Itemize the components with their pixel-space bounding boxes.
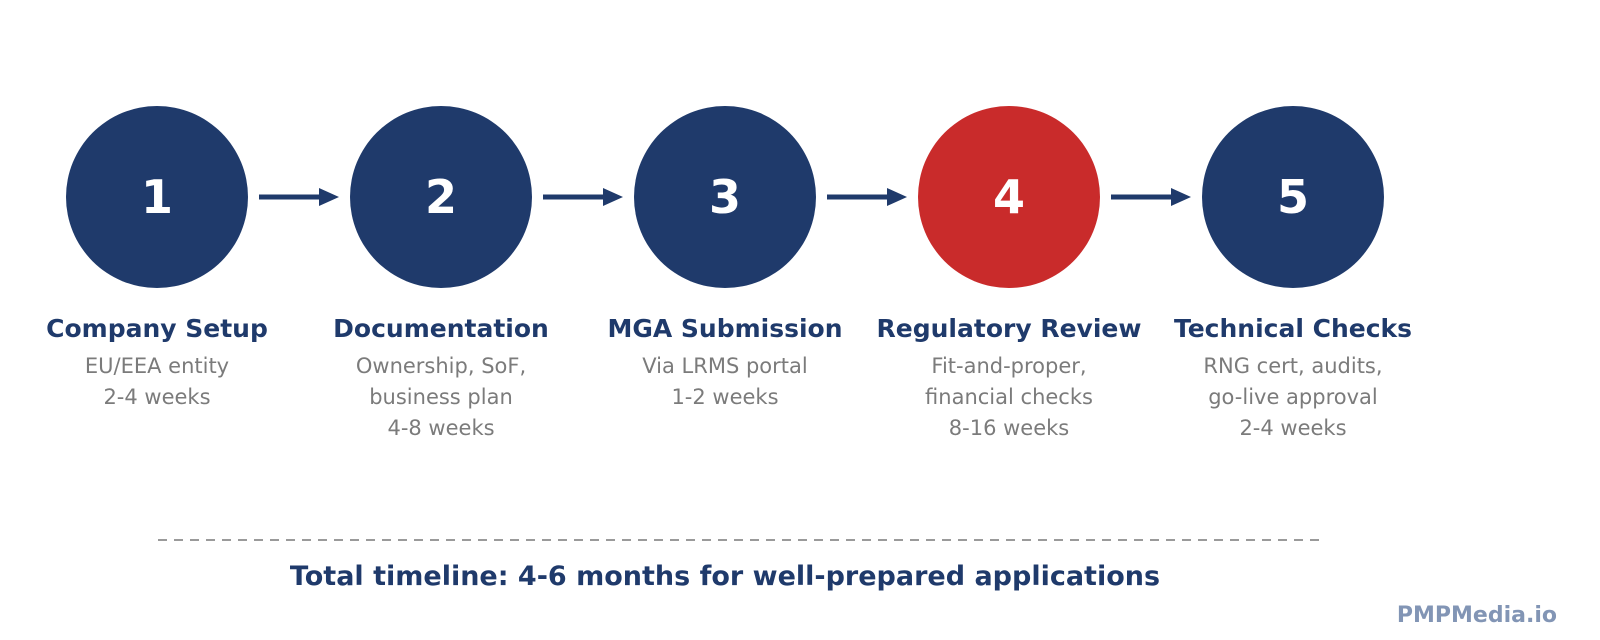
step-5-number: 5	[1276, 170, 1309, 224]
step-2-line-1: Ownership, SoF,	[355, 354, 527, 378]
step-4-title: Regulatory Review	[876, 314, 1142, 343]
step-3-description: Via LRMS portal 1-2 weeks	[642, 351, 807, 413]
step-4-regulatory-review: 4 Regulatory Review Fit-and-proper, fina…	[867, 106, 1151, 444]
watermark-brand-text: PMPMedia.io	[1396, 603, 1557, 628]
step-4-circle: 4	[918, 106, 1100, 288]
right-arrow-icon	[1111, 188, 1191, 206]
dashed-divider-line	[158, 539, 1320, 541]
step-4-line-2: financial checks	[925, 385, 1093, 409]
step-3-number: 3	[708, 170, 741, 224]
step-3-mga-submission: 3 MGA Submission Via LRMS portal 1-2 wee…	[583, 106, 867, 444]
step-1-company-setup: 1 Company Setup EU/EEA entity 2-4 weeks	[15, 106, 299, 444]
step-2-line-3: 4-8 weeks	[387, 416, 495, 440]
step-4-number: 4	[992, 170, 1025, 224]
step-3-line-1: Via LRMS portal	[642, 354, 808, 378]
step-1-line-2: 2-4 weeks	[103, 385, 211, 409]
step-4-line-1: Fit-and-proper,	[931, 354, 1087, 378]
step-1-circle: 1	[66, 106, 248, 288]
step-2-number: 2	[424, 170, 457, 224]
step-5-title: Technical Checks	[1173, 314, 1413, 343]
step-2-title: Documentation	[333, 314, 549, 343]
step-1-title: Company Setup	[46, 314, 268, 343]
step-1-description: EU/EEA entity 2-4 weeks	[85, 351, 229, 413]
steps-row: 1 Company Setup EU/EEA entity 2-4 weeks …	[15, 106, 1435, 444]
step-3-circle: 3	[634, 106, 816, 288]
step-4-description: Fit-and-proper, financial checks 8-16 we…	[925, 351, 1093, 444]
step-2-line-2: business plan	[369, 385, 513, 409]
step-3-title: MGA Submission	[607, 314, 843, 343]
total-timeline-text: Total timeline: 4-6 months for well-prep…	[289, 561, 1161, 592]
step-2-circle: 2	[350, 106, 532, 288]
step-5-line-1: RNG cert, audits,	[1203, 354, 1383, 378]
step-4-line-3: 8-16 weeks	[948, 416, 1070, 440]
step-5-circle: 5	[1202, 106, 1384, 288]
step-3-line-2: 1-2 weeks	[671, 385, 779, 409]
step-2-description: Ownership, SoF, business plan 4-8 weeks	[356, 351, 526, 444]
step-1-number: 1	[140, 170, 173, 224]
step-5-line-3: 2-4 weeks	[1239, 416, 1347, 440]
step-5-description: RNG cert, audits, go-live approval 2-4 w…	[1203, 351, 1382, 444]
right-arrow-icon	[259, 188, 339, 206]
step-5-line-2: go-live approval	[1208, 385, 1378, 409]
right-arrow-icon	[827, 188, 907, 206]
step-5-technical-checks: 5 Technical Checks RNG cert, audits, go-…	[1151, 106, 1435, 444]
right-arrow-icon	[543, 188, 623, 206]
step-2-documentation: 2 Documentation Ownership, SoF, business…	[299, 106, 583, 444]
step-1-line-1: EU/EEA entity	[84, 354, 230, 378]
